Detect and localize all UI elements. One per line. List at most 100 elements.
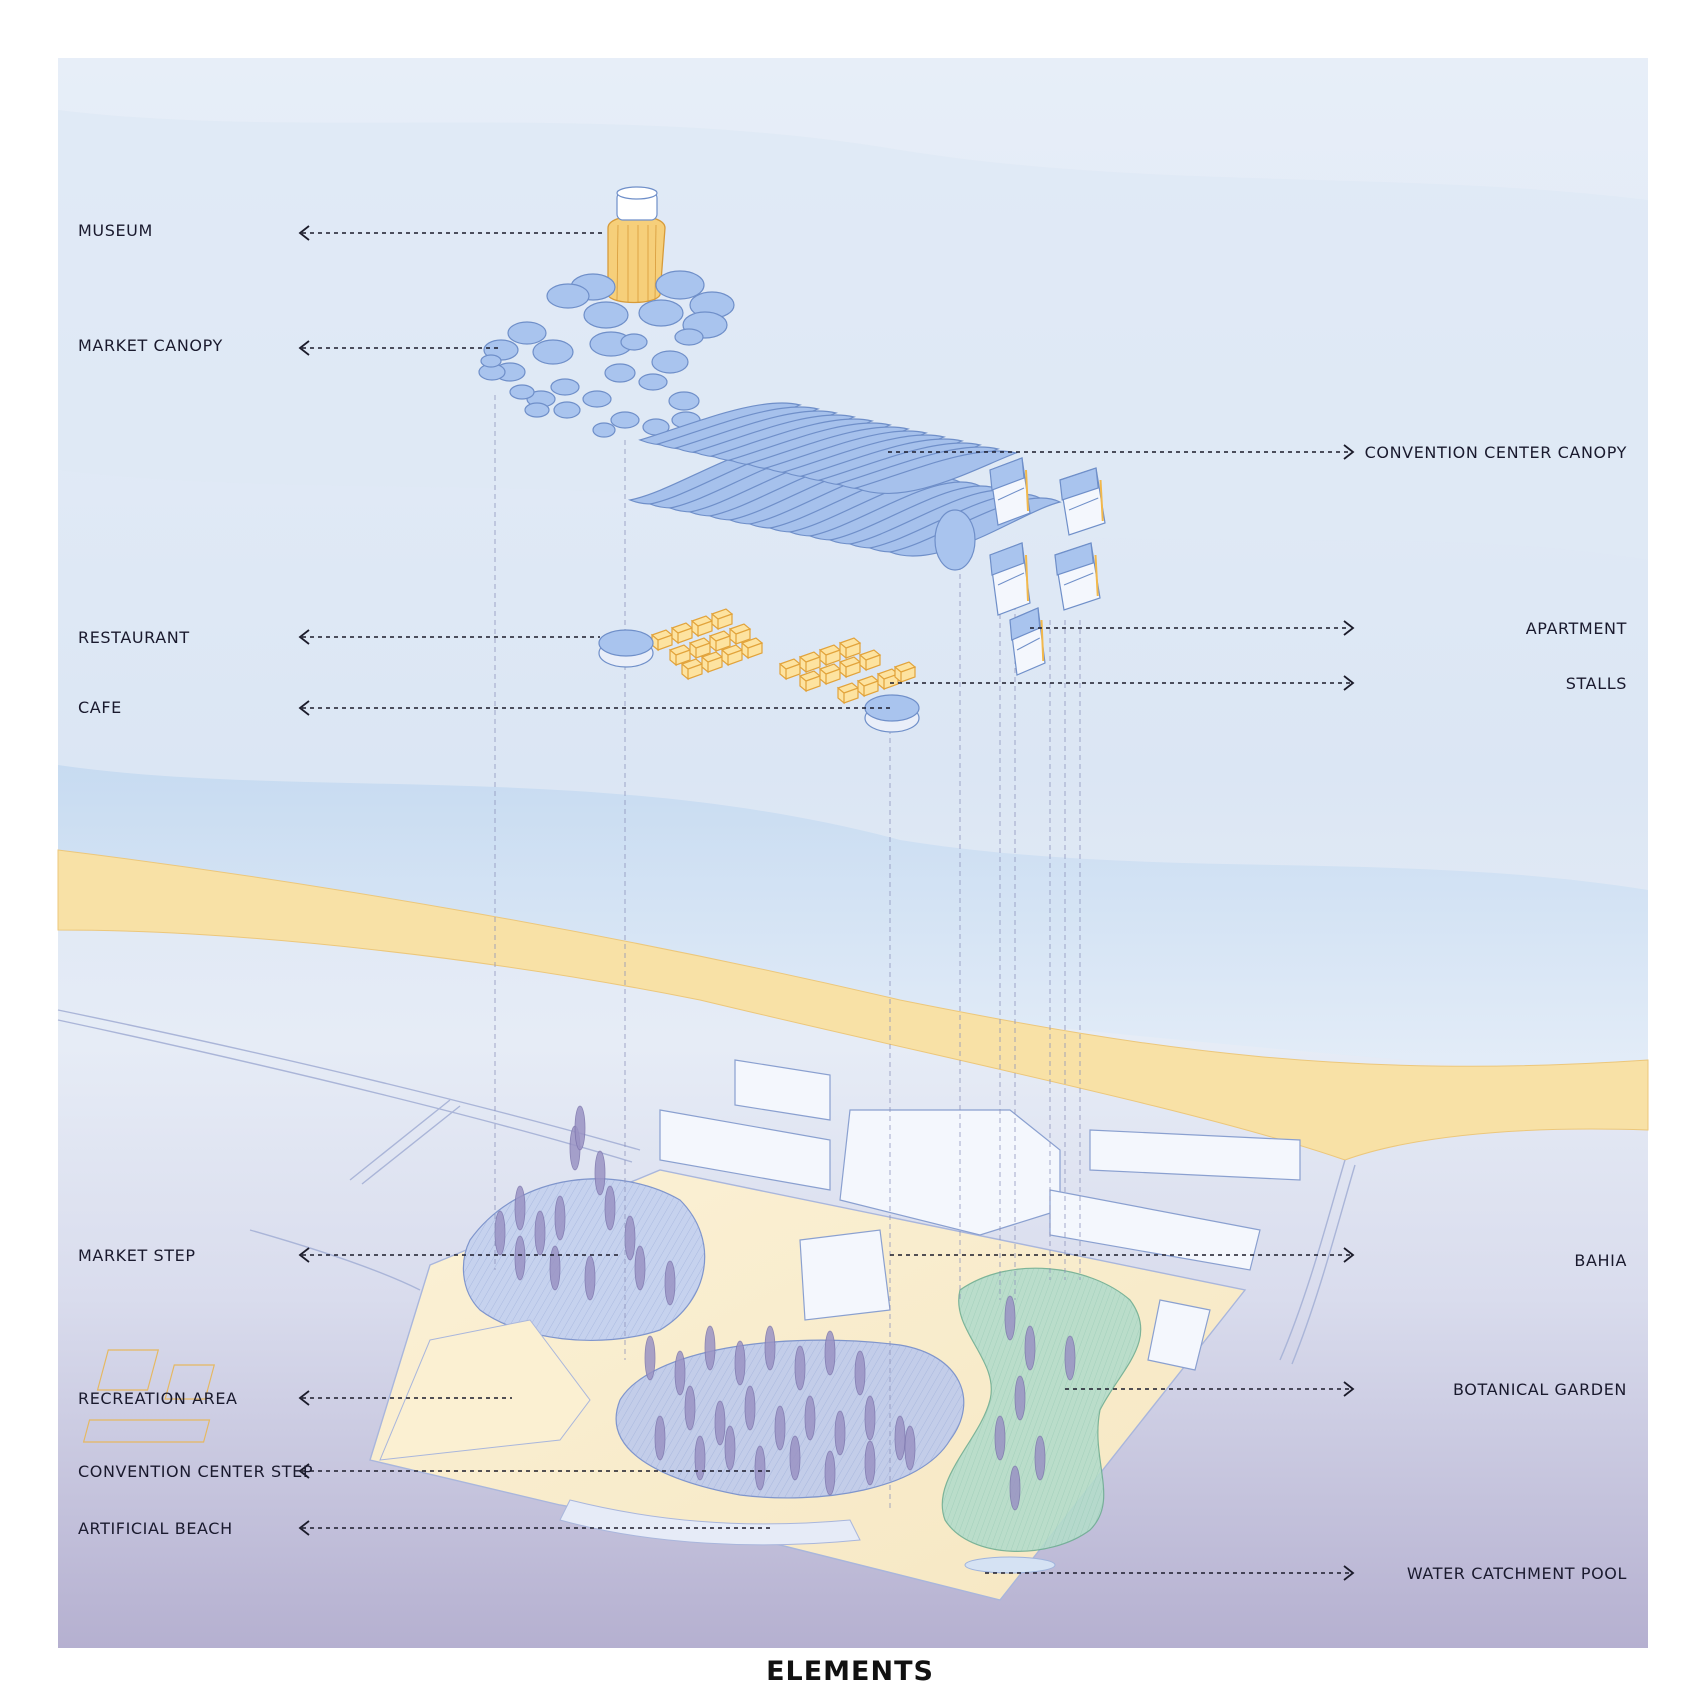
diagram-title: ELEMENTS	[766, 1656, 934, 1687]
tree	[644, 1335, 656, 1381]
label-water-catchment-pool: WATER CATCHMENT POOL	[1407, 1564, 1627, 1583]
museum	[607, 186, 666, 304]
labels-right: CONVENTION CENTER CANOPY APARTMENT STALL…	[1365, 443, 1627, 1583]
convention-center-canopy	[627, 402, 1062, 571]
label-market-canopy: MARKET CANOPY	[78, 336, 223, 355]
canopy-disc	[638, 299, 684, 327]
tree	[664, 1260, 676, 1306]
canopy-disc	[638, 373, 668, 391]
tree	[594, 1150, 606, 1196]
apartment-block	[1059, 467, 1106, 536]
projection-lines	[494, 395, 1081, 1510]
label-stalls: STALLS	[1566, 674, 1627, 693]
label-restaurant: RESTAURANT	[78, 628, 190, 647]
label-botanical-garden: BOTANICAL GARDEN	[1453, 1380, 1627, 1399]
sea-band-lower	[58, 765, 1648, 1080]
tree	[824, 1450, 836, 1496]
tree	[764, 1325, 776, 1371]
tree	[794, 1345, 806, 1391]
sea-band-upper	[58, 110, 1648, 560]
ground-buildings	[659, 1059, 1301, 1371]
canopy-disc	[651, 350, 689, 374]
tree	[854, 1350, 866, 1396]
tree	[1024, 1325, 1036, 1371]
label-museum: MUSEUM	[78, 221, 153, 240]
apartment-block	[1009, 607, 1046, 676]
recreation-area	[82, 1319, 591, 1461]
stall-unit	[838, 637, 862, 660]
label-bahia: BAHIA	[1574, 1251, 1627, 1270]
tree	[604, 1185, 616, 1231]
tree	[1064, 1335, 1076, 1381]
apartment-block	[989, 457, 1031, 526]
tree	[724, 1425, 736, 1471]
stall-unit	[858, 649, 882, 672]
stall-unit	[680, 658, 704, 681]
tree	[744, 1385, 756, 1431]
artificial-beach	[559, 1499, 861, 1546]
canopy-disc	[934, 509, 976, 571]
label-cafe: CAFE	[78, 698, 122, 717]
canopy-disc	[592, 422, 616, 438]
apartments	[989, 457, 1106, 676]
apartment-block	[1054, 542, 1101, 611]
stall-unit	[836, 682, 860, 705]
market-canopy	[478, 270, 735, 438]
tree	[824, 1330, 836, 1376]
leader-lines	[298, 225, 1355, 1581]
stall-unit	[690, 615, 714, 638]
label-market-step: MARKET STEP	[78, 1246, 196, 1265]
restaurant	[598, 629, 654, 668]
tree	[994, 1415, 1006, 1461]
tree	[1014, 1375, 1026, 1421]
trees	[494, 1105, 1076, 1511]
canopy-disc	[604, 363, 636, 383]
tree	[904, 1425, 916, 1471]
canopy-disc	[553, 401, 581, 419]
sand-beach	[57, 849, 1649, 1161]
tree	[864, 1395, 876, 1441]
canopy-disc	[620, 333, 648, 351]
canopy-disc	[674, 328, 704, 346]
stall-unit	[728, 623, 752, 646]
label-recreation-area: RECREATION AREA	[78, 1389, 238, 1408]
tree	[864, 1440, 876, 1486]
stall-unit	[688, 637, 712, 660]
label-apartment: APARTMENT	[1526, 619, 1627, 638]
canopy-disc	[532, 339, 574, 365]
canopy-disc	[583, 301, 629, 329]
canopy-disc	[550, 378, 580, 396]
tree	[494, 1210, 506, 1256]
ground-plan	[82, 1059, 1301, 1601]
canopy-blade	[854, 450, 1019, 495]
labels-left: MUSEUM MARKET CANOPY RESTAURANT CAFE MAR…	[78, 221, 313, 1538]
apartment-block	[989, 542, 1031, 616]
tree	[834, 1410, 846, 1456]
stall-unit	[818, 644, 842, 667]
canopy-disc	[668, 391, 700, 411]
tree	[584, 1255, 596, 1301]
stall-unit	[740, 637, 764, 660]
tree	[574, 1105, 586, 1151]
tree	[674, 1350, 686, 1396]
botanical-garden	[941, 1267, 1142, 1552]
tree	[804, 1395, 816, 1441]
canopy-disc	[655, 270, 705, 300]
tree	[734, 1340, 746, 1386]
tree	[774, 1405, 786, 1451]
tree	[714, 1400, 726, 1446]
stall-unit	[650, 629, 674, 652]
tree	[534, 1210, 546, 1256]
tree	[1004, 1295, 1016, 1341]
stall-unit	[708, 630, 732, 653]
stall-unit	[893, 661, 917, 684]
canopy-disc	[507, 321, 547, 345]
cafe	[864, 694, 920, 733]
canopy-disc	[610, 411, 640, 429]
tree	[624, 1215, 636, 1261]
stall-unit	[798, 670, 822, 693]
tree	[1009, 1465, 1021, 1511]
canopy-disc	[546, 283, 590, 309]
tree	[789, 1435, 801, 1481]
